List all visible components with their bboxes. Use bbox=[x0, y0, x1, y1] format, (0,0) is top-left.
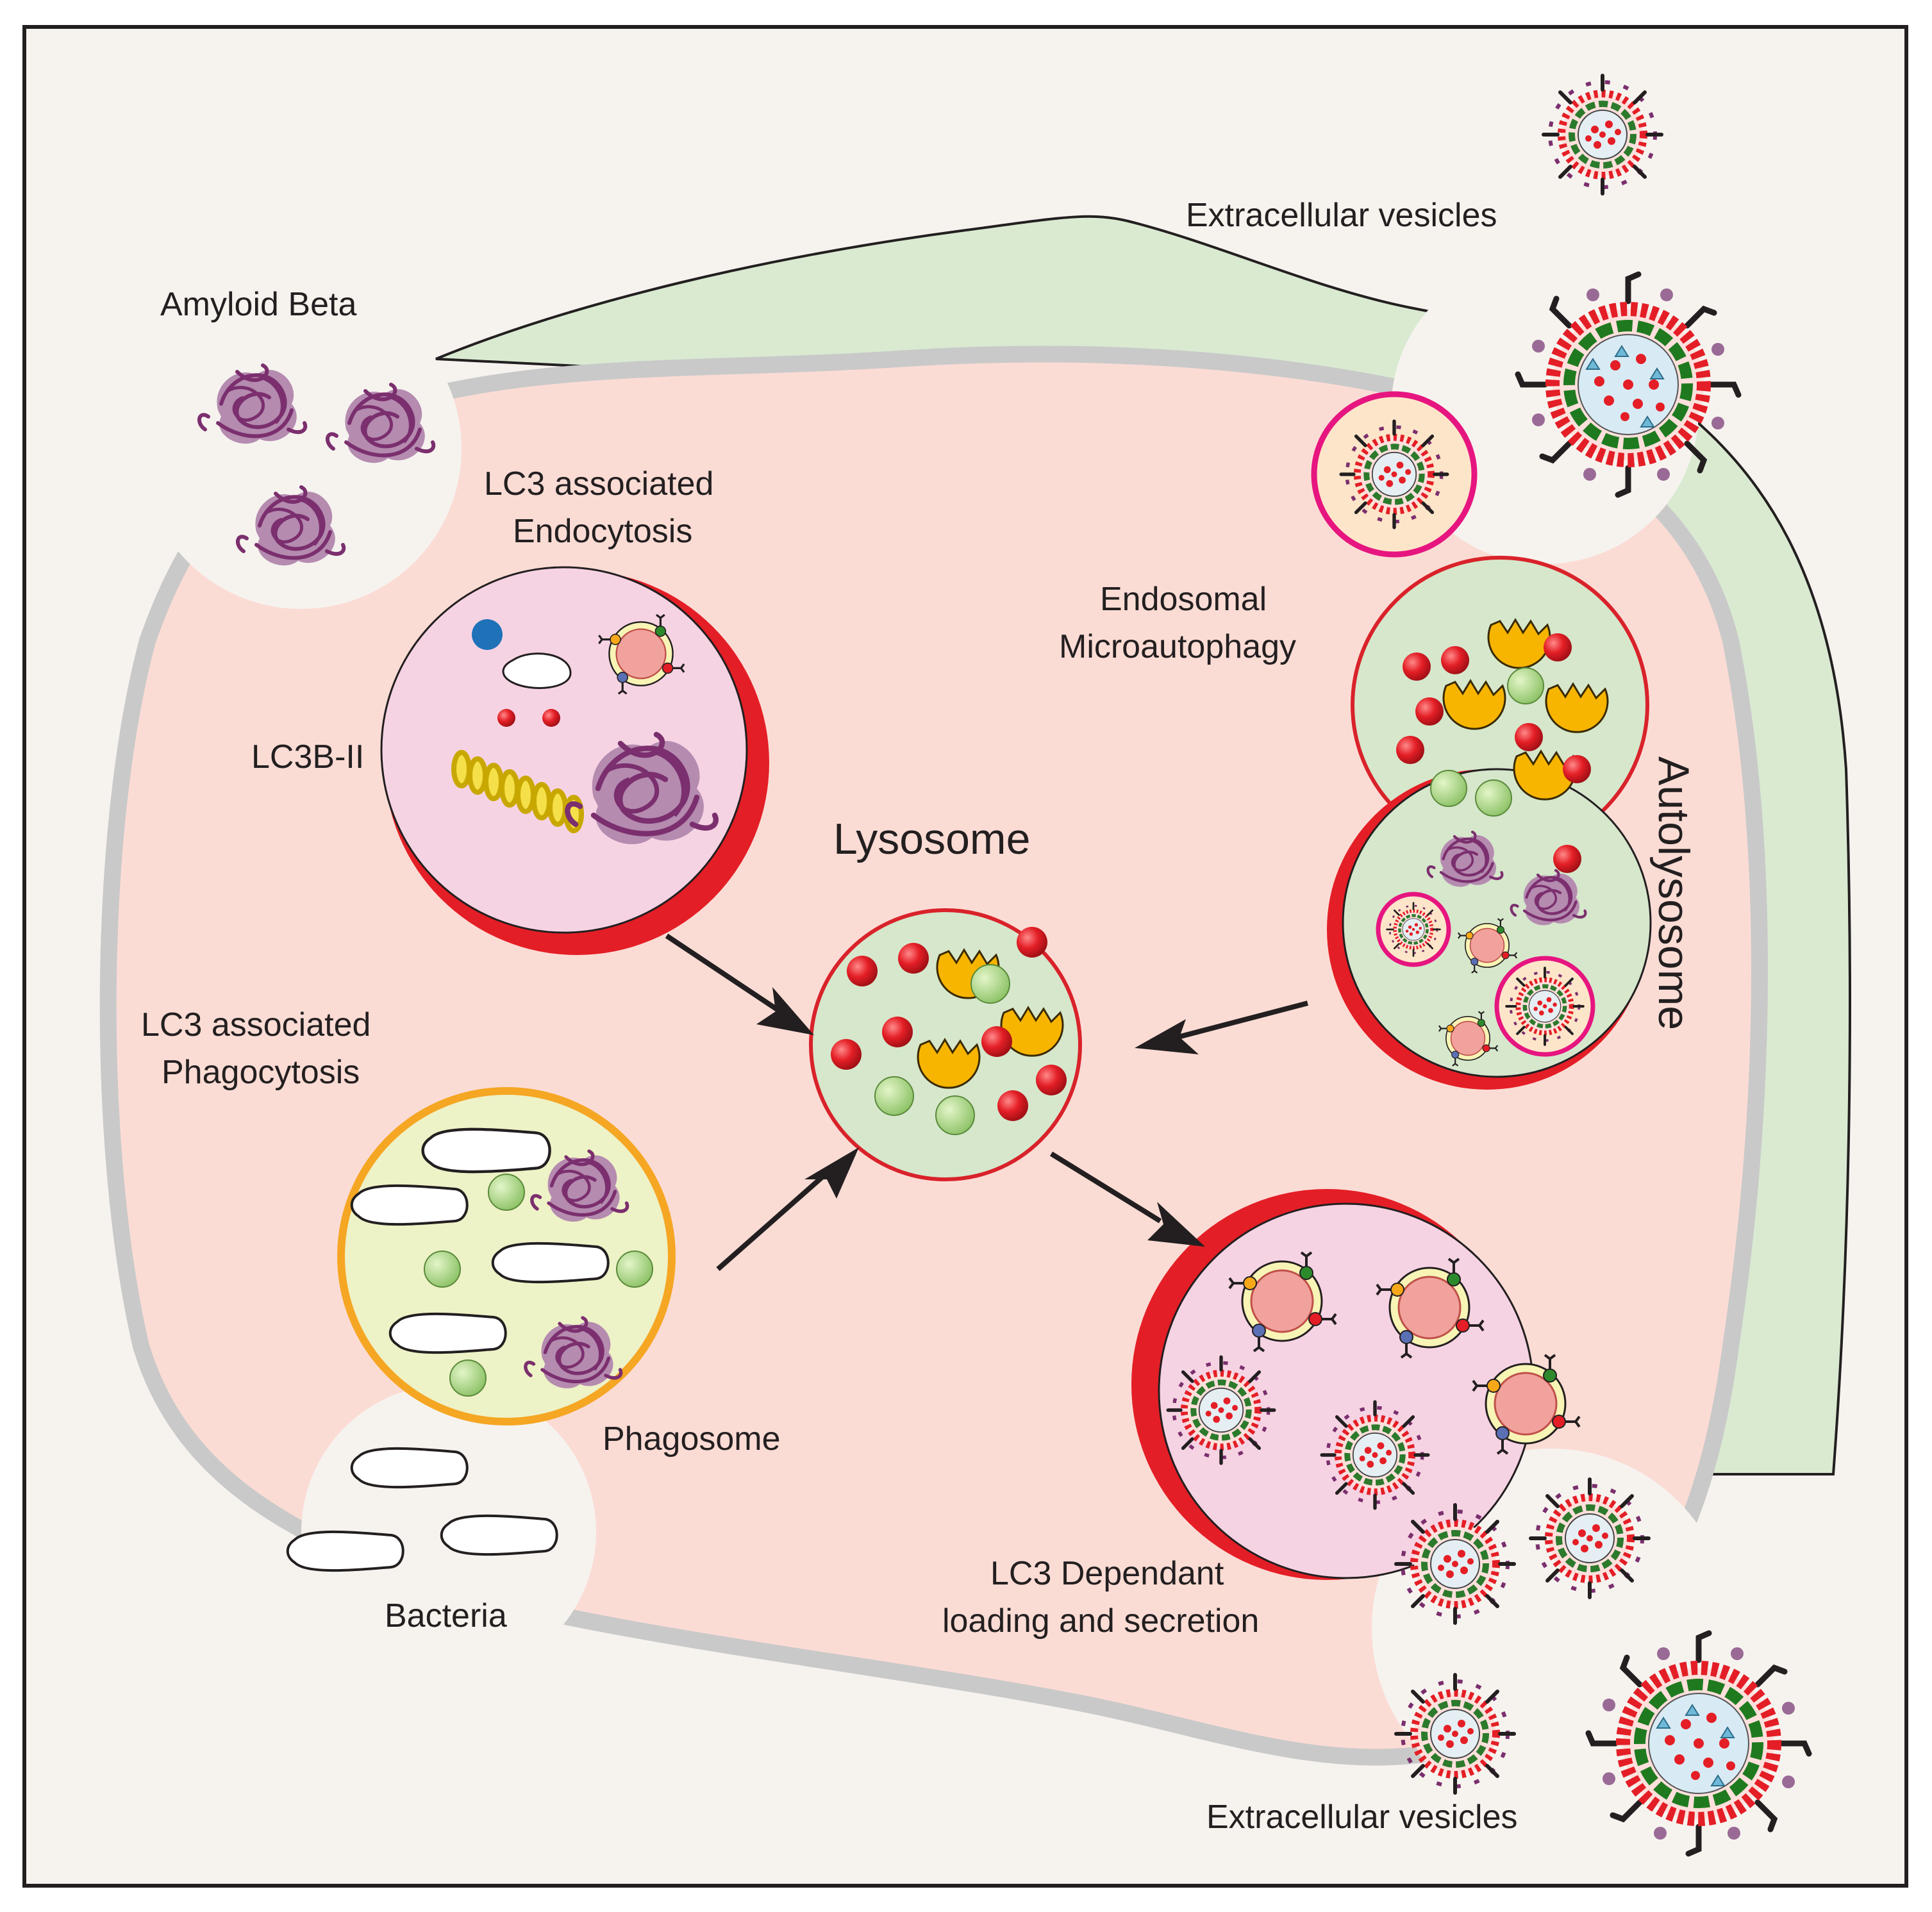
phagosome bbox=[337, 1087, 676, 1426]
label-ev-top: Extracellular vesicles bbox=[1186, 197, 1497, 234]
bacterium-icon bbox=[286, 1530, 404, 1572]
label-lc3-phagocytosis-1: LC3 associated bbox=[141, 1006, 371, 1043]
arrow-lysosome-to-secretion bbox=[1049, 1151, 1205, 1247]
lc3-endocytosis-vesicle bbox=[380, 566, 769, 955]
label-lc3b-ii: LC3B-II bbox=[251, 738, 364, 776]
arrow-endocytosis-to-lysosome bbox=[665, 933, 814, 1035]
label-phagosome: Phagosome bbox=[603, 1420, 781, 1458]
label-autolysosome: Autolysosome bbox=[1649, 756, 1698, 1030]
label-lc3-endocytosis-2: Endocytosis bbox=[513, 513, 692, 550]
autolysosome bbox=[1327, 556, 1652, 1090]
label-lc3-secretion-2: loading and secretion bbox=[942, 1602, 1259, 1640]
label-lysosome: Lysosome bbox=[833, 815, 1030, 863]
label-amyloid-beta: Amyloid Beta bbox=[160, 286, 356, 323]
arrow-autolysosome-to-lysosome bbox=[1135, 1001, 1309, 1054]
bacterium-icon bbox=[440, 1514, 558, 1556]
label-lc3-endocytosis-1: LC3 associated bbox=[484, 465, 713, 503]
lysosome bbox=[809, 908, 1082, 1181]
amyloid-bulge bbox=[141, 288, 462, 609]
label-ev-bottom: Extracellular vesicles bbox=[1206, 1799, 1518, 1836]
endocytosed-exosome bbox=[1311, 391, 1478, 558]
lc3-secretion-vesicle bbox=[1131, 1189, 1535, 1580]
arrow-phagosome-to-lysosome bbox=[716, 1147, 859, 1271]
label-endosomal-2: Microautophagy bbox=[1059, 628, 1296, 665]
label-lc3-phagocytosis-2: Phagocytosis bbox=[162, 1054, 360, 1091]
label-endosomal-1: Endosomal bbox=[1100, 581, 1267, 618]
label-bacteria: Bacteria bbox=[385, 1597, 507, 1634]
bacterium-icon bbox=[350, 1447, 469, 1489]
label-lc3-secretion-1: LC3 Dependant bbox=[990, 1555, 1224, 1592]
